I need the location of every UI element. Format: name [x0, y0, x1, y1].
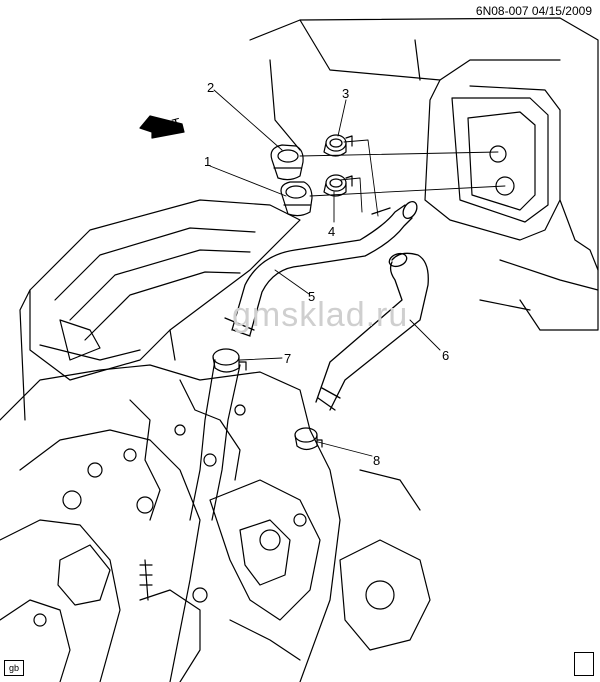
firewall-panel [249, 17, 599, 331]
drawing-reference: 6N08-007 04/15/2009 [475, 4, 592, 18]
front-arrow-label: FRT [154, 115, 182, 136]
front-arrow-icon [139, 115, 185, 139]
coolant-pipe [189, 359, 241, 521]
quick-connect-fitting-2 [270, 144, 304, 181]
callout-1: 1 [204, 154, 211, 169]
engine-block [0, 364, 431, 682]
leader-lines [209, 89, 441, 457]
callout-8: 8 [373, 453, 380, 468]
watermark: gmsklad.ru [232, 296, 409, 334]
spring-clamp-4 [323, 174, 353, 197]
callout-7: 7 [284, 351, 291, 366]
hose-clamp-8 [294, 427, 323, 451]
heater-hose-5 [224, 200, 418, 337]
assembly-lines [299, 139, 506, 217]
spring-clamp-3 [323, 134, 353, 157]
engine-cover [19, 199, 301, 421]
footer-code: gb [4, 660, 24, 676]
callout-3: 3 [342, 86, 349, 101]
hose-clamp-7 [212, 348, 247, 373]
callout-2: 2 [207, 80, 214, 95]
callout-4: 4 [328, 224, 335, 239]
callout-6: 6 [442, 348, 449, 363]
quick-connect-fitting-1 [280, 181, 313, 217]
callout-5: 5 [308, 289, 315, 304]
corner-stamp-icon [574, 652, 594, 676]
heater-hose-6 [315, 252, 429, 411]
